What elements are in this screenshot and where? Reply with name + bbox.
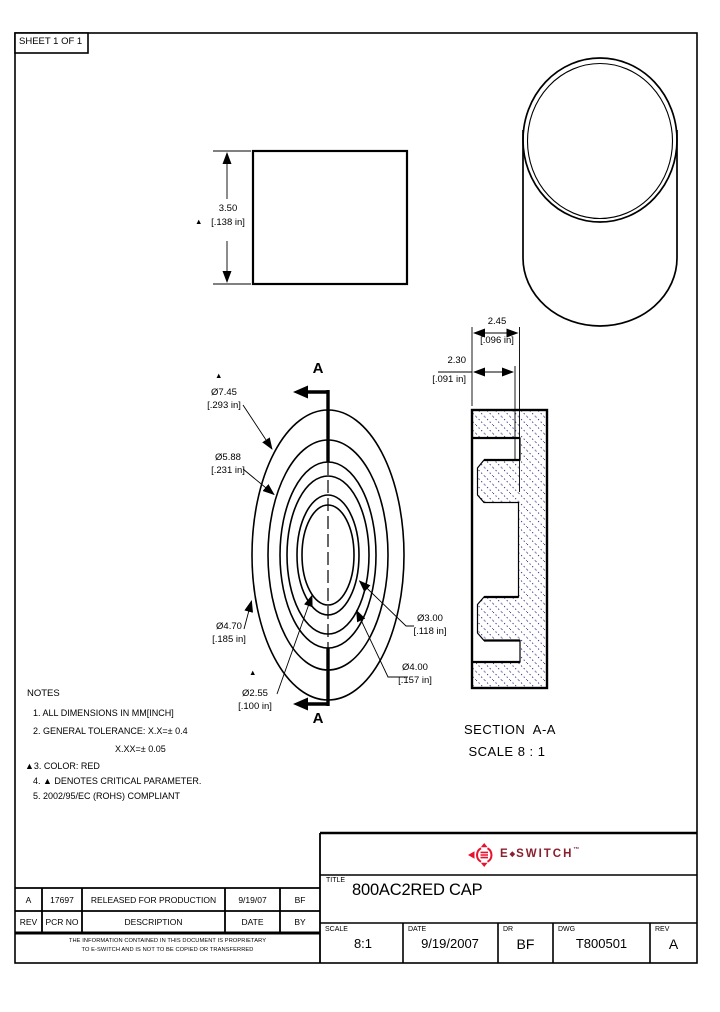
note-line-1: 1. ALL DIMENSIONS IN MM[INCH] — [33, 708, 174, 718]
rev-header-by: BY — [294, 917, 306, 927]
dim-height-mm: 3.50 — [218, 203, 238, 214]
date-value: 9/19/2007 — [421, 936, 479, 951]
note-line-3: ▲3. COLOR: RED — [25, 761, 100, 771]
rev-header-date: DATE — [241, 917, 264, 927]
brand-left: E — [500, 848, 510, 860]
dim-dia-255-in: [.100 in] — [238, 701, 272, 712]
note-line-2b: X.XX=± 0.05 — [115, 744, 166, 754]
section-cut-line — [293, 385, 330, 711]
rev-entry-description: RELEASED FOR PRODUCTION — [90, 894, 217, 905]
dr-value: BF — [516, 936, 535, 952]
note-line-5: 5. 2002/95/EC (ROHS) COMPLIANT — [33, 791, 181, 801]
date-label: DATE — [408, 926, 427, 933]
critical-triangle-icon: ▲ — [195, 217, 203, 226]
dim-245-mm: 2.45 — [487, 316, 507, 327]
brand-trademark: ™ — [573, 847, 580, 853]
rev-entry-date: 9/19/07 — [238, 894, 267, 905]
drawing-title: 800AC2RED CAP — [352, 881, 483, 899]
side-view — [213, 149, 409, 286]
dim-dia-470-in: [.185 in] — [212, 634, 246, 645]
brand-diamond-icon: ◆ — [509, 851, 516, 858]
rev-header-description: DESCRIPTION — [124, 917, 183, 927]
e-switch-logo-text: E ◆ SWITCH ™ — [500, 847, 580, 860]
dim-dia-300-mm: Ø3.00 — [417, 613, 443, 624]
dim-dia-400-mm: Ø4.00 — [402, 662, 428, 673]
rev-entry-pcr: 17697 — [50, 894, 74, 905]
dim-dia-588-mm: Ø5.88 — [215, 452, 241, 463]
sheet-border — [14, 32, 698, 964]
brand-right: SWITCH — [516, 848, 574, 860]
section-view — [438, 327, 549, 690]
dim-dia-745-mm: Ø7.45 — [211, 387, 237, 398]
diameter-leaders — [242, 404, 414, 695]
critical-triangle-icon: ▲ — [249, 668, 257, 677]
sheet-number-label: SHEET 1 OF 1 — [19, 36, 83, 47]
dim-dia-745-in: [.293 in] — [207, 400, 241, 411]
dim-dia-400-in: [.157 in] — [398, 675, 432, 686]
dim-230-mm: 2.30 — [447, 355, 467, 366]
scale-label: SCALE — [325, 926, 348, 933]
rev-entry-rev: A — [25, 894, 32, 905]
scale-value: 8:1 — [353, 936, 373, 951]
section-marker-bottom: A — [312, 710, 324, 727]
dim-height-in: [.138 in] — [211, 217, 245, 228]
dim-dia-588-in: [.231 in] — [211, 465, 245, 476]
note-line-4: 4. ▲ DENOTES CRITICAL PARAMETER. — [33, 776, 202, 786]
notes-heading: NOTES — [27, 688, 60, 699]
section-caption: SECTION A-A — [464, 722, 556, 737]
dim-230-in: [.091 in] — [432, 374, 466, 385]
section-scale: SCALE 8 : 1 — [468, 744, 546, 759]
dim-dia-470-mm: Ø4.70 — [216, 621, 242, 632]
rev-label: REV — [655, 926, 670, 933]
iso-view — [522, 57, 678, 327]
legal-line-1: THE INFORMATION CONTAINED IN THIS DOCUME… — [68, 938, 267, 944]
rev-entry-by: BF — [294, 894, 306, 905]
table-rules — [15, 831, 697, 963]
note-line-2: 2. GENERAL TOLERANCE: X.X=± 0.4 — [33, 726, 188, 736]
rev-header-pcr: PCR NO — [45, 917, 79, 927]
title-label: TITLE — [326, 877, 346, 884]
dim-dia-300-in: [.118 in] — [413, 626, 447, 637]
rev-header-rev: REV — [19, 917, 38, 927]
dim-245-in: [.096 in] — [480, 335, 514, 346]
rev-value: A — [668, 936, 679, 952]
dr-label: DR — [503, 926, 514, 933]
dwg-value: T800501 — [575, 936, 628, 951]
critical-triangle-icon: ▲ — [215, 371, 223, 380]
e-switch-logo-icon — [468, 843, 493, 867]
dim-dia-255-mm: Ø2.55 — [242, 688, 268, 699]
dwg-label: DWG — [558, 926, 576, 933]
legal-line-2: TO E-SWITCH AND IS NOT TO BE COPIED OR T… — [81, 947, 254, 953]
section-marker-top: A — [312, 360, 324, 377]
